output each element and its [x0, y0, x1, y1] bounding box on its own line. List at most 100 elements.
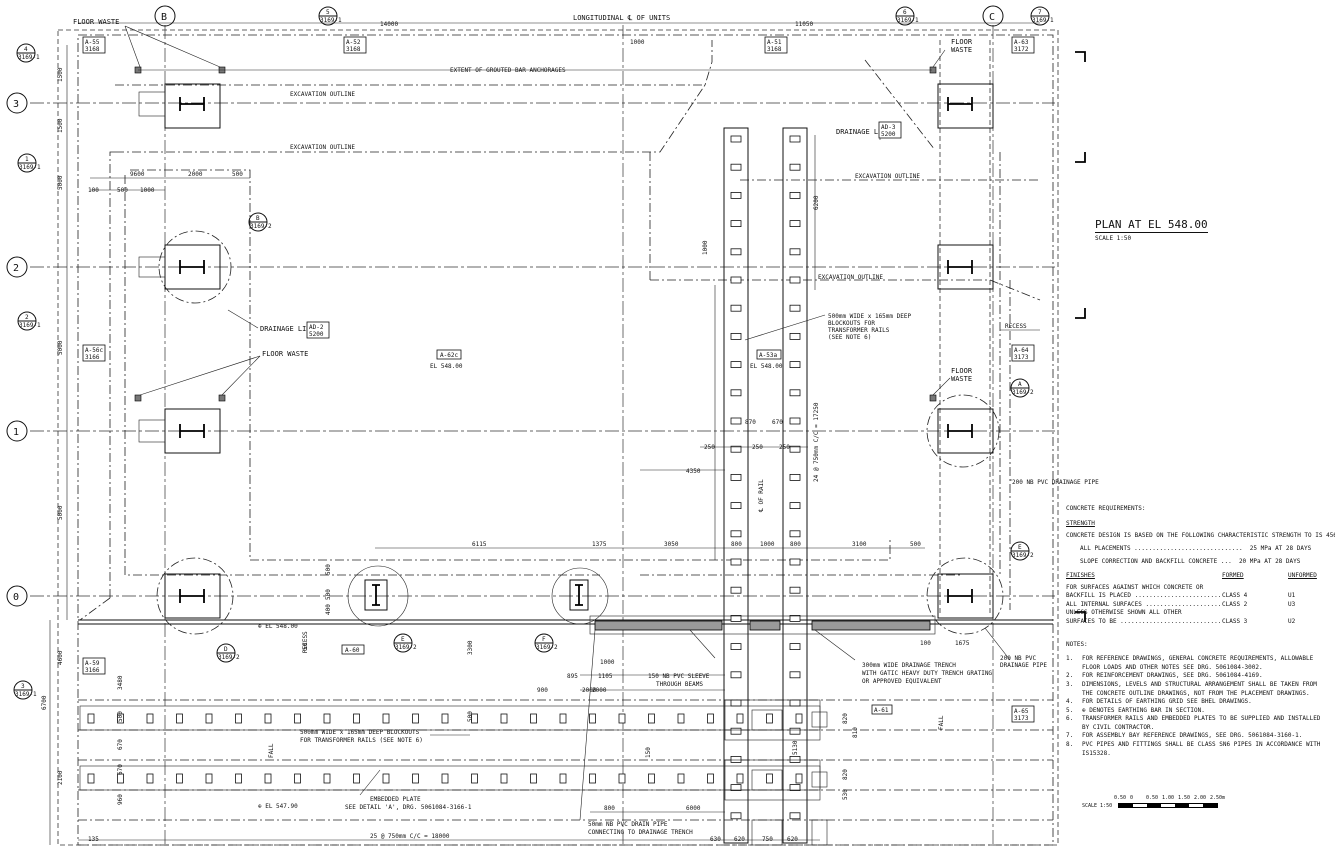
svg-text:500: 500 — [467, 711, 474, 722]
svg-text:A-63: A-63 — [1014, 39, 1029, 46]
svg-text:3169-2: 3169-2 — [395, 644, 417, 651]
rail-blockout — [730, 304, 742, 312]
note-line: IS15328. — [1082, 749, 1111, 757]
leaders — [124, 25, 1040, 821]
rail-blockout — [117, 713, 124, 724]
rail-blockout — [353, 713, 360, 724]
rail-blockout — [789, 671, 801, 679]
svg-text:3169-1: 3169-1 — [19, 164, 41, 171]
svg-text:A-65: A-65 — [1014, 708, 1029, 715]
floor-waste-points — [134, 66, 937, 402]
rail-blockout — [789, 417, 801, 425]
rail-blockout — [677, 713, 685, 724]
pvc-200-label-2b: DRAINAGE PIPE — [1000, 662, 1047, 669]
rail-blockout — [412, 713, 419, 724]
svg-text:3300: 3300 — [467, 640, 474, 655]
rail-blockout — [789, 473, 801, 481]
dimension-lines — [49, 22, 1040, 845]
top-longitudinal-label: LONGITUDINAL ℄ OF UNITS — [573, 14, 670, 22]
svg-text:9600: 9600 — [130, 171, 145, 178]
note-line: FOR REINFORCEMENT DRAWINGS, SEE DRG. 506… — [1082, 672, 1263, 680]
rail-blockout — [294, 773, 301, 784]
floor-label-2a: FLOOR — [951, 38, 973, 46]
svg-text:1: 1 — [13, 427, 19, 438]
rail-blockout — [789, 502, 801, 510]
svg-text:A-51: A-51 — [767, 39, 782, 46]
rail-blockout — [789, 756, 801, 763]
rail-blockouts-vertical — [730, 135, 801, 820]
svg-text:960: 960 — [117, 794, 124, 805]
rail-blockout — [264, 713, 272, 724]
formed-heading: FORMED — [1222, 571, 1244, 579]
bottom-rails — [79, 705, 821, 791]
rail-blockout — [382, 713, 390, 724]
rail-blockout — [795, 773, 803, 784]
area-el-1: EL 548.00 — [430, 363, 463, 370]
scale-tick-label: 0.50 — [1114, 795, 1127, 801]
svg-text:50: 50 — [302, 642, 309, 650]
rail-blockout — [146, 773, 154, 784]
rail-blockout — [530, 713, 537, 724]
svg-text:3166: 3166 — [85, 354, 100, 361]
column-bases — [138, 83, 994, 619]
svg-text:500: 500 — [117, 187, 128, 194]
blockouts-label-4: (SEE NOTE 6) — [828, 334, 871, 341]
svg-text:1500: 1500 — [57, 67, 64, 82]
svg-text:5: 5 — [326, 9, 330, 16]
scale-tick-label: 1.50 — [1178, 795, 1191, 801]
column-b1 — [138, 408, 221, 454]
rail-blockout — [205, 713, 213, 724]
rail-blockout — [87, 713, 95, 724]
rail-blockout — [789, 530, 801, 538]
rail-blockout — [730, 248, 742, 256]
finish-row: ALL INTERNAL SURFACES ..................… — [1066, 600, 1296, 608]
bottom-spacing-label: 25 @ 750mm C/C = 18000 — [370, 833, 450, 840]
svg-text:820: 820 — [842, 769, 849, 780]
svg-text:3169-2: 3169-2 — [250, 223, 272, 230]
svg-text:670: 670 — [117, 764, 124, 775]
svg-text:1500: 1500 — [57, 118, 64, 133]
svg-text:3050: 3050 — [664, 541, 679, 548]
rail-blockout — [789, 191, 801, 199]
pvc-200-label-1: 200 NB PVC DRAINAGE PIPE — [1012, 479, 1099, 486]
svg-text:3169-1: 3169-1 — [18, 54, 40, 61]
svg-text:1675: 1675 — [955, 640, 970, 647]
svg-text:F: F — [542, 636, 546, 643]
ad2-code: AD-2 — [309, 324, 324, 331]
svg-text:5130: 5130 — [792, 740, 799, 755]
drawing-text: LONGITUDINAL ℄ OF UNITS 14000 11050 FLOO… — [73, 14, 1099, 840]
bottom-structure — [724, 699, 828, 846]
svg-text:2000: 2000 — [188, 171, 203, 178]
svg-text:3169-1: 3169-1 — [1032, 17, 1054, 24]
rails-label-1: 500mm WIDE x 165mm DEEP BLOCKOUTS — [300, 729, 420, 736]
rail-blockout — [412, 773, 419, 784]
note-number: 7. — [1066, 732, 1074, 740]
note-number: 5. — [1066, 706, 1074, 714]
rail-blockout — [707, 773, 714, 784]
svg-text:B: B — [256, 215, 260, 222]
svg-text:2000: 2000 — [582, 687, 597, 694]
note-item: 2. FOR REINFORCEMENT DRAWINGS, SEE DRG. 5… — [1066, 672, 1328, 681]
svg-text:800: 800 — [604, 805, 615, 812]
svg-text:3169-2: 3169-2 — [1012, 552, 1034, 559]
rail-blockouts-horizontal — [87, 713, 803, 784]
svg-text:3480: 3480 — [117, 675, 124, 690]
svg-text:620: 620 — [787, 836, 798, 843]
drain-50-label-1: 50mm NB PVC DRAIN PIPE — [588, 821, 668, 828]
notes-panel: CONCRETE REQUIREMENTS: STRENGTH CONCRETE… — [1066, 505, 1335, 758]
svg-text:3169-1: 3169-1 — [897, 17, 919, 24]
note-item: 6.TRANSFORMER RAILS AND EMBEDDED PLATES … — [1066, 715, 1328, 732]
rail-blockout — [117, 773, 124, 784]
rail-blockout — [789, 332, 801, 340]
svg-text:3169-1: 3169-1 — [15, 691, 37, 698]
svg-text:3169-2: 3169-2 — [1012, 389, 1034, 396]
svg-text:1000: 1000 — [760, 541, 775, 548]
note-line: ⊕ DENOTES EARTHING BAR IN SECTION. — [1082, 706, 1205, 714]
scale-tick-label: 0 — [1130, 795, 1134, 801]
rail-blockout — [500, 713, 508, 724]
finish-row: FOR SURFACES AGAINST WHICH CONCRETE OR — [1066, 583, 1204, 591]
note-number: 2. — [1066, 672, 1074, 680]
rail-blockout — [730, 502, 742, 510]
